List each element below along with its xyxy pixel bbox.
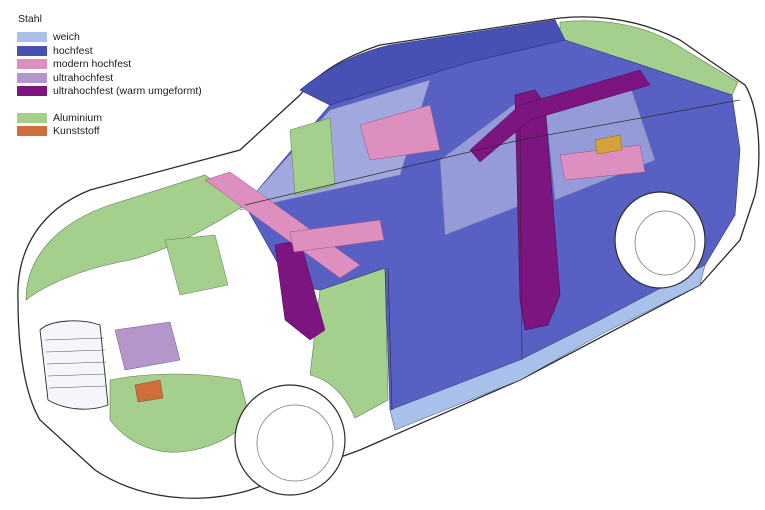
grille-slats: [44, 337, 108, 389]
floor-brace-modern-hochfest: [289, 219, 385, 253]
legend-swatch: [17, 72, 47, 83]
legend-label: Kunststoff: [53, 125, 100, 137]
roof-rail-ultrahochfest-warm: [469, 69, 651, 163]
door-line: [387, 129, 523, 411]
roof-bow-modern-hochfest: [359, 104, 441, 161]
legend-swatch: [17, 86, 47, 97]
legend-swatch: [17, 59, 47, 70]
legend-label: hochfest: [53, 44, 93, 57]
legend-label: ultrahochfest (warm umgeformt): [53, 85, 202, 97]
legend-item: Aluminium: [17, 111, 202, 125]
front-grille: [39, 320, 109, 410]
engine-mount-ultrahochfest: [114, 321, 181, 371]
front-wheel: [234, 384, 346, 496]
legend-item: weich: [17, 31, 202, 45]
legend-spacer: [17, 98, 202, 111]
legend-swatch: [17, 32, 47, 43]
front-fender-aluminium: [309, 267, 389, 419]
rear-wheel: [614, 191, 706, 289]
strut-tower-aluminium: [164, 234, 229, 296]
legend-item: Kunststoff: [17, 125, 202, 139]
legend-swatch: [17, 126, 47, 137]
legend-label: Aluminium: [53, 111, 103, 124]
legend-label: weich: [53, 31, 80, 43]
legend-item: hochfest: [17, 44, 202, 58]
legend-item: ultrahochfest: [17, 71, 202, 85]
bracket-kunststoff: [134, 379, 164, 403]
legend-heading: Stahl: [18, 13, 42, 25]
legend-item: ultrahochfest (warm umgeformt): [17, 85, 202, 99]
legend-label: modern hochfest: [53, 58, 132, 70]
b-pillar-ultrahochfest-warm: [514, 89, 561, 331]
legend-label: ultrahochfest: [53, 71, 114, 84]
rear-shelf-aluminium: [289, 117, 336, 196]
legend-item: modern hochfest: [17, 58, 202, 72]
legend-swatch: [17, 112, 47, 123]
side-sill-weich: [389, 264, 706, 431]
legend-swatch: [17, 45, 47, 56]
rear-bracket-kunststoff: [594, 134, 623, 155]
hood-panel-aluminium: [25, 174, 246, 301]
